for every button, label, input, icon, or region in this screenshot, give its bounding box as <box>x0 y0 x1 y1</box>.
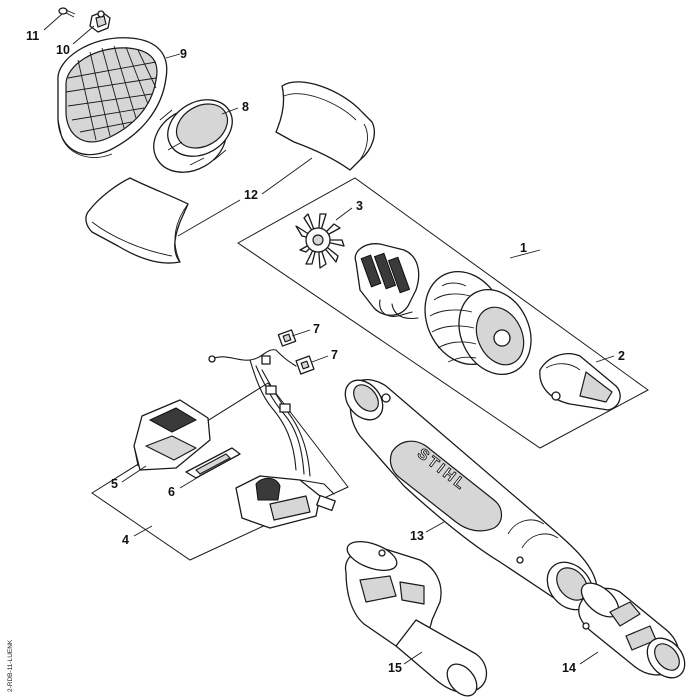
leader-4 <box>133 525 153 537</box>
callout-3: 3 <box>356 199 363 213</box>
part-6-trigger[interactable] <box>185 447 241 479</box>
leader-2 <box>595 355 615 363</box>
part-9-intake-grille[interactable] <box>57 37 168 158</box>
callout-9: 9 <box>180 47 187 61</box>
part-10-clip[interactable] <box>89 10 111 33</box>
part-12-sleeve-lower[interactable] <box>85 177 189 264</box>
leader-12b <box>177 199 241 237</box>
part-1-motor-assembly[interactable] <box>354 243 420 320</box>
part-3-fan-impeller[interactable] <box>295 213 345 269</box>
part-4-control-board[interactable] <box>235 475 336 529</box>
part-11-screw[interactable] <box>58 7 76 18</box>
leader-8 <box>221 107 239 115</box>
callout-5: 5 <box>111 477 118 491</box>
callout-6: 6 <box>168 485 175 499</box>
callout-12: 12 <box>244 188 258 202</box>
callout-14: 14 <box>562 661 576 675</box>
callout-4: 4 <box>122 533 129 547</box>
callout-1: 1 <box>520 241 527 255</box>
leader-14 <box>579 651 599 665</box>
callout-10: 10 <box>56 43 70 57</box>
leader-9 <box>165 53 181 59</box>
drawing-code: 2-RDB-11-LUENK <box>7 639 14 692</box>
leader-1 <box>509 249 541 259</box>
callout-15: 15 <box>388 661 402 675</box>
group-box-4 <box>91 382 349 561</box>
group-box-1 <box>237 177 649 449</box>
leader-6 <box>179 475 201 489</box>
part-7-connector-upper[interactable] <box>277 329 297 347</box>
part-13-blower-tube[interactable]: STIHL <box>338 373 602 619</box>
part-1-fan-housing[interactable] <box>410 258 544 386</box>
part-8-filter-ring[interactable] <box>142 88 242 184</box>
leader-7a <box>291 329 311 337</box>
leader-13 <box>425 521 445 533</box>
part-12-sleeve-upper[interactable] <box>275 81 375 171</box>
leader-11 <box>43 13 63 31</box>
part-7-connector-lower[interactable] <box>295 355 315 375</box>
callout-7-upper: 7 <box>313 322 320 336</box>
leader-10 <box>72 25 95 45</box>
leader-7b <box>311 355 329 363</box>
leader-15 <box>403 651 423 665</box>
callout-2: 2 <box>618 349 625 363</box>
callout-11: 11 <box>26 29 39 43</box>
part-2-nozzle-cap[interactable] <box>539 353 621 411</box>
leader-12a <box>261 157 313 195</box>
part-14-round-nozzle[interactable] <box>575 577 692 685</box>
callout-13: 13 <box>410 529 424 543</box>
leader-5 <box>121 465 147 483</box>
leader-3 <box>335 207 353 221</box>
callout-8: 8 <box>242 100 249 114</box>
part-5-switch-housing[interactable] <box>133 399 211 471</box>
wiring-harness[interactable] <box>208 349 311 477</box>
part-15-flat-nozzle[interactable] <box>343 536 488 700</box>
callout-7-lower: 7 <box>331 348 338 362</box>
